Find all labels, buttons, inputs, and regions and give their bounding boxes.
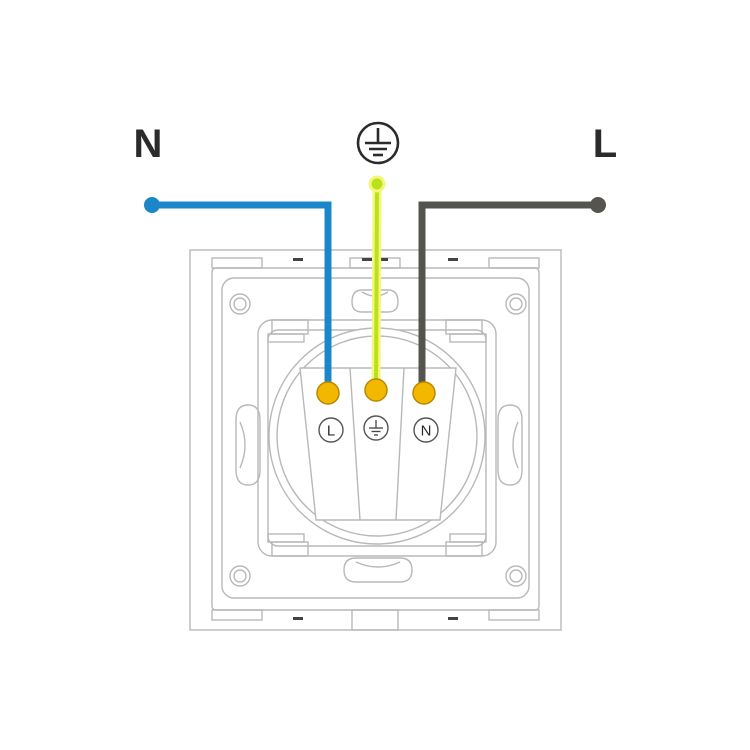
top-slot: [351, 289, 399, 313]
mount-hole-bottom-right: [505, 565, 527, 587]
mount-hole-top-left: [229, 293, 251, 315]
terminal-divider-right: [395, 367, 405, 521]
terminal-labels: L N: [318, 415, 439, 443]
terminal-badge-right: [413, 417, 439, 443]
clip-marks: [293, 258, 458, 620]
ground-icon: [363, 415, 389, 441]
latch-top-left: [271, 319, 309, 335]
terminal-label-right: N: [421, 423, 432, 440]
earth-wire-end: [368, 175, 386, 193]
left-side-slot: [235, 404, 261, 486]
latch-bottom-left: [271, 541, 309, 557]
terminal-screws: [316, 378, 436, 405]
terminal-screw-right: [412, 381, 436, 405]
bottom-slot: [343, 557, 413, 583]
latch-bottom-right: [445, 541, 483, 557]
mount-hole-top-right: [505, 293, 527, 315]
terminal-screw-middle: [364, 378, 388, 402]
bottom-clip-right: [488, 609, 540, 621]
terminal-badge-left: [318, 417, 344, 443]
live-label: L: [593, 122, 617, 166]
ground-icon: [356, 121, 400, 165]
top-clip-left: [211, 257, 263, 269]
neutral-wire: [152, 201, 332, 393]
live-wire-end: [590, 197, 606, 213]
earth-wire: [374, 182, 379, 392]
terminal-screw-left: [316, 381, 340, 405]
latch-top-right: [445, 319, 483, 335]
terminal-label-left: L: [327, 423, 335, 440]
neutral-wire-end: [144, 197, 160, 213]
right-side-slot: [497, 404, 523, 486]
terminal-divider-left: [349, 367, 361, 521]
neutral-label: N: [134, 122, 163, 166]
live-wire: [418, 201, 598, 393]
bottom-clip-center: [351, 609, 399, 631]
top-clip-right: [488, 257, 540, 269]
bottom-clip-left: [211, 609, 263, 621]
mount-hole-bottom-left: [229, 565, 251, 587]
wires: [144, 175, 606, 395]
